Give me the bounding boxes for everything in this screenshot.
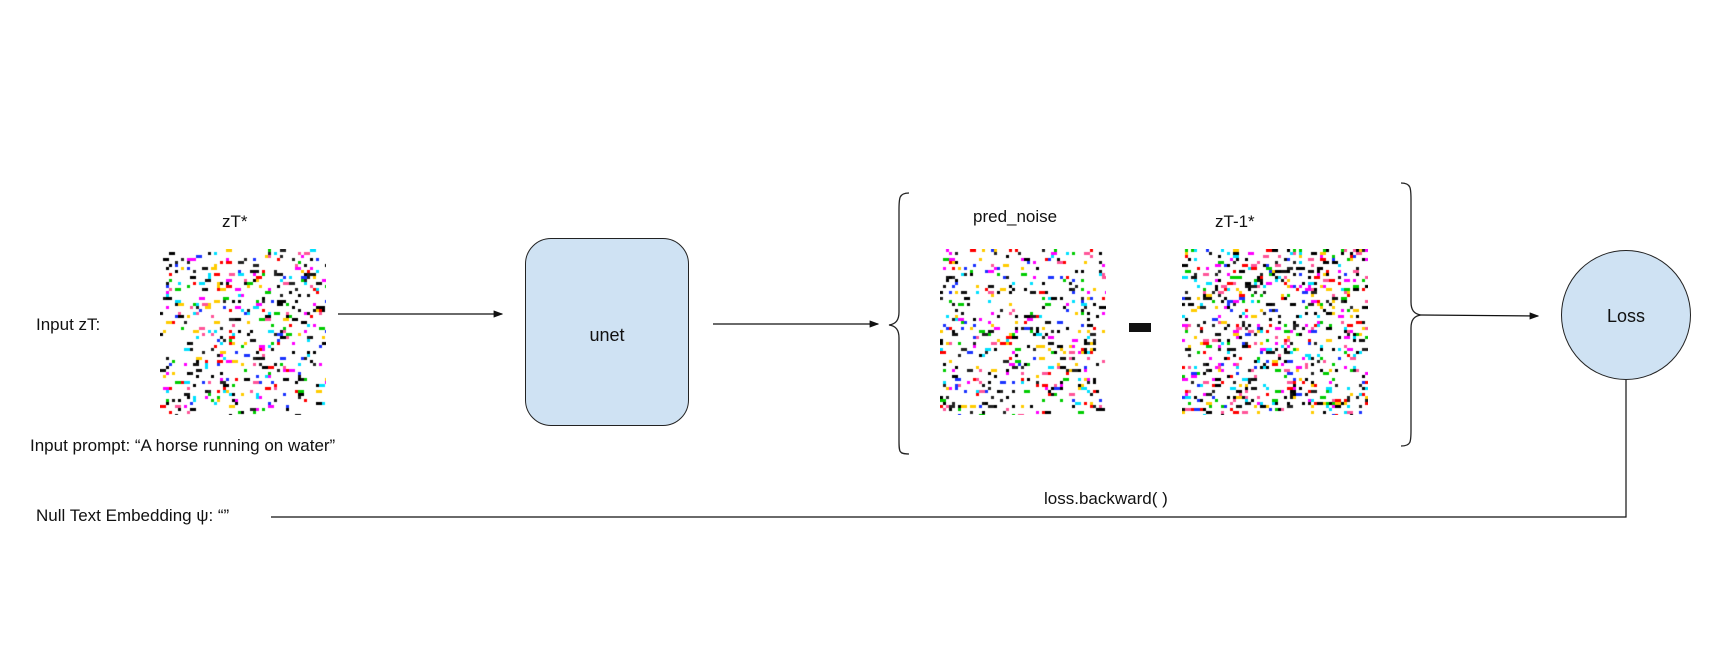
right-brace xyxy=(1400,182,1422,447)
loss-label: Loss xyxy=(1606,306,1646,326)
arrow-difference-to-loss xyxy=(1420,312,1540,320)
zt-minus-1-title: zT-1* xyxy=(1215,212,1255,231)
pred-noise-image xyxy=(940,249,1106,415)
minus-operator xyxy=(1129,323,1151,332)
input-prompt-label: Input prompt: “A horse running on water” xyxy=(30,436,336,455)
pred-noise-title: pred_noise xyxy=(973,207,1058,226)
unet-label: unet xyxy=(589,325,625,345)
zt-star-title: zT* xyxy=(222,212,248,231)
left-brace xyxy=(888,192,910,455)
null-text-embedding-label: Null Text Embedding ψ: “” xyxy=(36,506,230,525)
input-zt-label: Input zT: xyxy=(36,315,101,334)
zt-minus-1-image xyxy=(1182,249,1368,415)
zt-star-noise-image xyxy=(160,249,326,415)
backward-feedback-line xyxy=(271,380,1627,518)
loss-backward-label: loss.backward( ) xyxy=(1044,489,1168,508)
loss-node: Loss xyxy=(1561,250,1691,380)
unet-node: unet xyxy=(525,238,689,426)
